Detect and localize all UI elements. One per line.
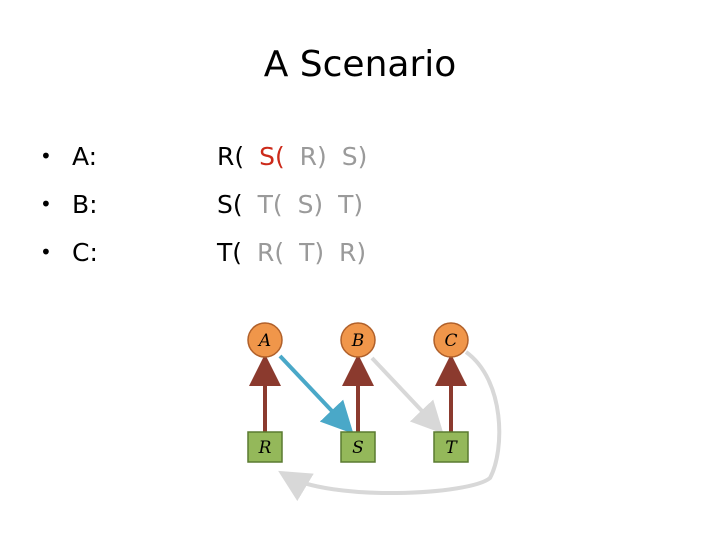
node-label: S xyxy=(352,438,364,458)
node-s: S xyxy=(340,431,376,463)
node-label: T xyxy=(445,438,458,458)
seq-token: R) xyxy=(299,141,327,171)
seq-token: T( xyxy=(257,189,283,219)
bullet-icon: • xyxy=(40,144,52,168)
edge-a-to-s xyxy=(278,354,354,434)
operation-sequence: S( T( S) T) xyxy=(217,190,370,219)
node-label: C xyxy=(444,331,457,351)
seq-token: T) xyxy=(338,189,364,219)
node-label: B xyxy=(351,331,365,351)
seq-token: S) xyxy=(297,189,324,219)
seq-token: R( xyxy=(217,141,245,171)
bullet-icon: • xyxy=(40,192,52,216)
row-label: C: xyxy=(72,237,98,267)
operation-sequence: R( S( R) S) xyxy=(217,142,374,171)
seq-token: S( xyxy=(259,141,285,171)
node-label: R xyxy=(258,438,272,458)
node-c: C xyxy=(433,322,469,358)
slide-title: A Scenario xyxy=(263,44,457,85)
scenario-row-c: • C: T( R( T) R) xyxy=(40,228,374,276)
bullet-icon: • xyxy=(40,240,52,264)
node-r: R xyxy=(247,431,283,463)
seq-token: T) xyxy=(299,237,325,267)
row-label: A: xyxy=(72,141,98,171)
edge-c-to-r xyxy=(278,350,502,502)
scenario-row-b: • B: S( T( S) T) xyxy=(40,180,374,228)
node-t: T xyxy=(433,431,469,463)
seq-token: S( xyxy=(217,189,243,219)
seq-token: R( xyxy=(256,237,285,267)
scenario-list: • A: R( S( R) S) • B: S( T( S) T) • C: T… xyxy=(40,132,374,276)
operation-sequence: T( R( T) R) xyxy=(217,238,373,267)
seq-token: S) xyxy=(341,141,368,171)
edge-b-to-t xyxy=(370,356,444,434)
node-label: A xyxy=(257,331,271,351)
node-b: B xyxy=(340,322,376,358)
row-label: B: xyxy=(72,189,98,219)
node-a: A xyxy=(247,322,283,358)
seq-token: T( xyxy=(217,237,243,267)
scenario-row-a: • A: R( S( R) S) xyxy=(40,132,374,180)
seq-token: R) xyxy=(339,237,367,267)
